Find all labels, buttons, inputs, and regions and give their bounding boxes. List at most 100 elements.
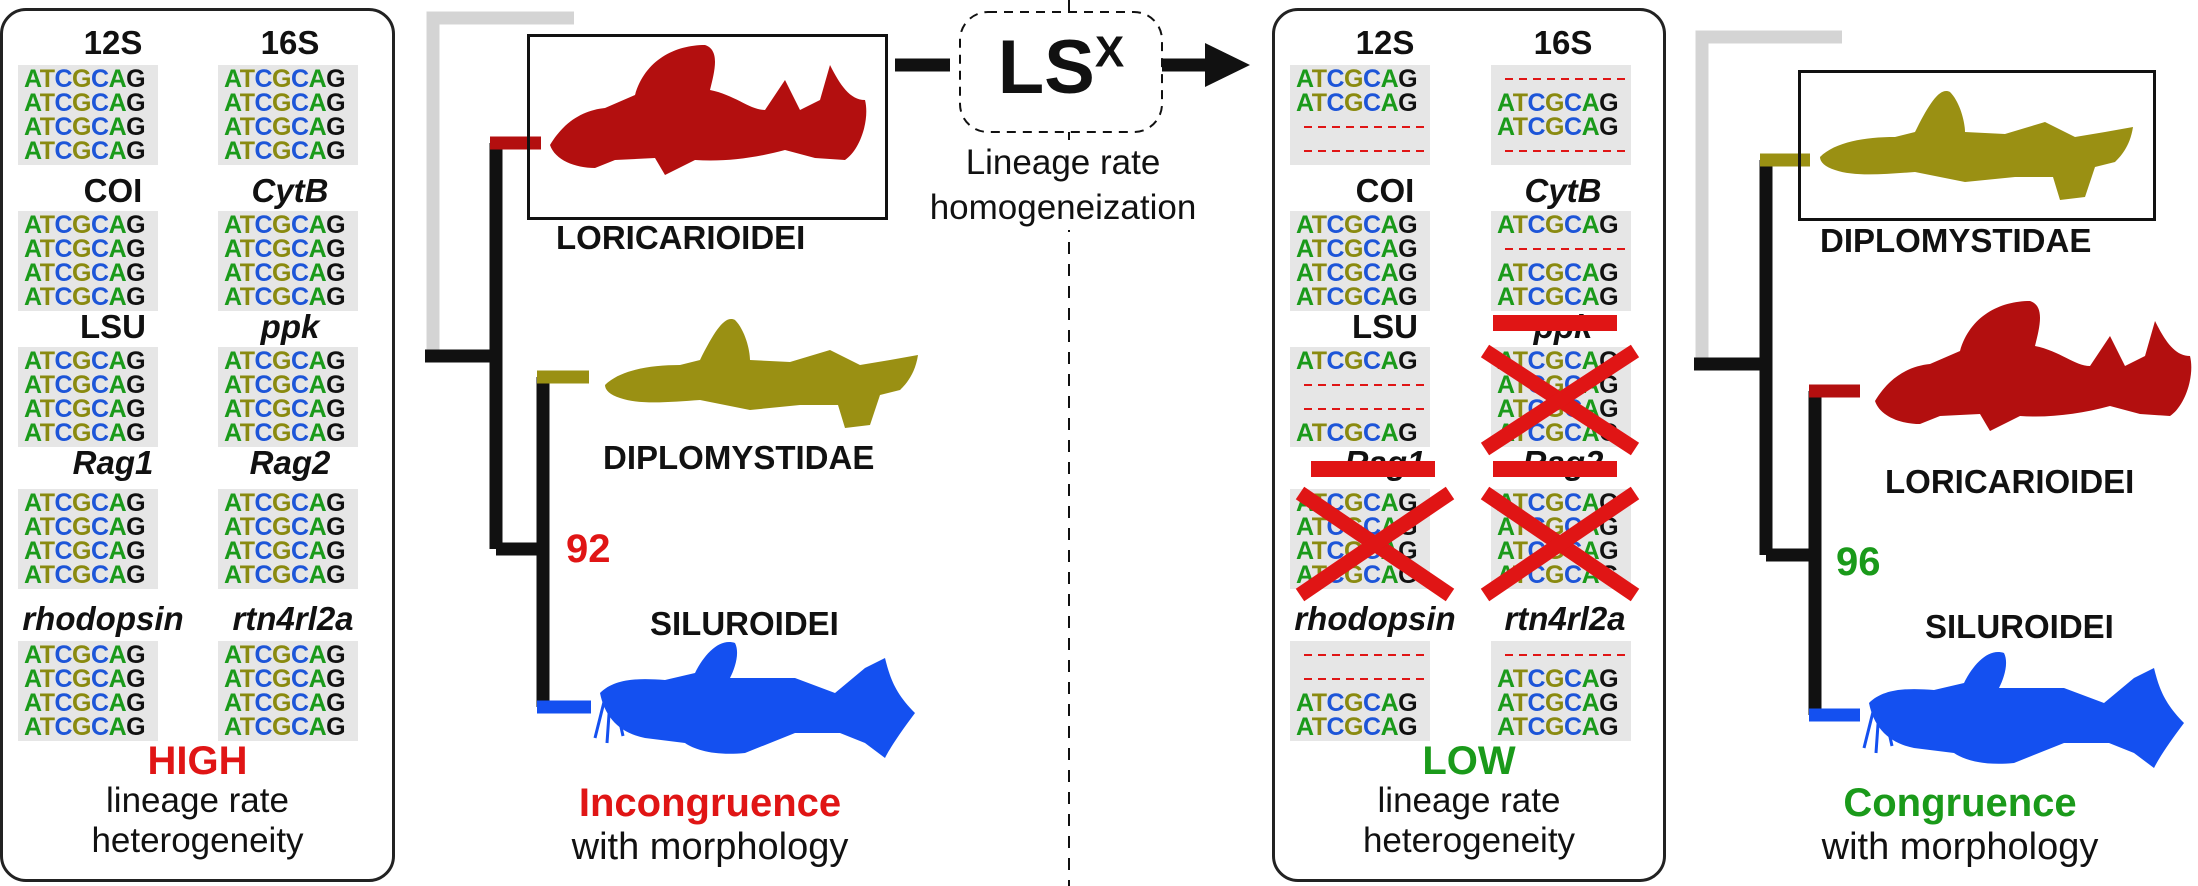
heterogeneity-line2: heterogeneity — [91, 821, 304, 860]
alignment-row: ATCGCAG — [24, 235, 146, 263]
alignment-row: ATCGCAG — [24, 419, 146, 447]
alignment-row: ATCGCAG — [24, 689, 146, 717]
gene-label-cytb: CytB — [251, 172, 329, 209]
alignment-row: ATCGCAG — [24, 489, 146, 517]
gene-label-lsu: LSU — [80, 308, 146, 345]
low-heterogeneity-panel: 12S 16S COI CytB LSU ppk Rag1 Rag2 rhodo… — [1272, 8, 1666, 882]
alignment-row: ATCGCAG — [224, 347, 346, 375]
siluroidei-fish-icon — [1862, 652, 2184, 768]
alignment-row: ATCGCAG — [24, 665, 146, 693]
alignment-row: ATCGCAG — [224, 513, 346, 541]
alignment-row: ATCGCAG — [1497, 211, 1619, 239]
low-label: LOW — [1422, 739, 1516, 783]
taxon-loricarioidei-left: LORICARIOIDEI — [556, 219, 806, 256]
method-name-superscript: X — [1094, 27, 1125, 77]
alignment-row: ATCGCAG — [24, 65, 146, 93]
incongruence-label: Incongruence — [578, 781, 842, 825]
gene-label-rag1: Rag1 — [72, 444, 154, 481]
method-name-main: LS — [997, 25, 1095, 110]
alignment-row: ATCGCAG — [24, 347, 146, 375]
alignment-row: ATCGCAG — [24, 395, 146, 423]
gene-label-16s: 16S — [260, 24, 320, 61]
alignment-row: ATCGCAG — [224, 419, 346, 447]
alignment-row: ATCGCAG — [224, 259, 346, 287]
alignment-row: ATCGCAG — [224, 489, 346, 517]
alignment-row: ATCGCAG — [224, 283, 346, 311]
alignment-row: ATCGCAG — [224, 113, 346, 141]
gene-label-rtn4rl2a: rtn4rl2a — [232, 600, 354, 637]
taxon-diplomystidae-left: DIPLOMYSTIDAE — [603, 439, 875, 476]
gene-label-rag2: Rag2 — [249, 444, 331, 481]
heterogeneity-line1: lineage rate — [106, 781, 289, 820]
method-description-line1: Lineage rate — [965, 143, 1161, 182]
alignment-row: ATCGCAG — [24, 561, 146, 589]
highlight-box-diplomystidae — [1798, 70, 2156, 221]
gene-label-16s: 16S — [1533, 24, 1593, 61]
alignment-row: ATCGCAG — [224, 235, 346, 263]
incongruence-sub: with morphology — [571, 826, 849, 868]
heterogeneity-line2: heterogeneity — [1362, 821, 1576, 860]
alignment-row: ATCGCAG — [24, 89, 146, 117]
alignment-row: ATCGCAG — [1296, 283, 1418, 311]
alignment-row: ATCGCAG — [224, 713, 346, 741]
alignment-row: ATCGCAG — [1497, 713, 1619, 741]
gene-label-coi: COI — [1355, 172, 1415, 209]
taxon-siluroidei-right: SILUROIDEI — [1925, 608, 2114, 645]
bootstrap-support-right: 96 — [1836, 540, 1881, 584]
method-description: Lineage rate homogeneization — [898, 140, 1228, 230]
alignment-row: ATCGCAG — [1497, 89, 1619, 117]
gene-label-rtn4rl2a: rtn4rl2a — [1504, 600, 1626, 637]
alignment-row: ATCGCAG — [1497, 665, 1619, 693]
alignment-row: ATCGCAG — [1497, 113, 1619, 141]
diplomystidae-fish-icon — [1820, 91, 2133, 200]
alignment-row: ATCGCAG — [24, 283, 146, 311]
alignment-row: ATCGCAG — [1296, 419, 1418, 447]
alignment-row: ATCGCAG — [1296, 259, 1418, 287]
alignment-row: ATCGCAG — [224, 561, 346, 589]
alignment-row: ATCGCAG — [24, 137, 146, 165]
diplomystidae-fish-icon — [605, 319, 918, 428]
alignment-row: ATCGCAG — [224, 665, 346, 693]
congruence-caption: Congruence with morphology — [1770, 783, 2150, 871]
high-label: HIGH — [147, 739, 248, 783]
alignment-row: ATCGCAG — [224, 641, 346, 669]
congruence-label: Congruence — [1843, 781, 2077, 825]
alignment-row: ATCGCAG — [1296, 89, 1418, 117]
alignment-row: ATCGCAG — [1296, 211, 1418, 239]
taxon-siluroidei-left: SILUROIDEI — [650, 605, 839, 642]
alignment-row: ATCGCAG — [224, 211, 346, 239]
gene-label-rhodopsin: rhodopsin — [22, 600, 184, 637]
loricarioidei-fish-icon — [550, 45, 867, 175]
alignment-row: ATCGCAG — [224, 537, 346, 565]
alignment-row: ATCGCAG — [24, 371, 146, 399]
alignment-row: ATCGCAG — [24, 513, 146, 541]
siluroidei-fish-icon — [593, 642, 915, 758]
incongruence-caption: Incongruence with morphology — [520, 783, 900, 871]
alignment-row: ATCGCAG — [224, 689, 346, 717]
bootstrap-support-left: 92 — [566, 527, 611, 571]
alignment-row: ATCGCAG — [24, 641, 146, 669]
alignment-row: ATCGCAG — [224, 395, 346, 423]
taxon-loricarioidei-right: LORICARIOIDEI — [1885, 463, 2135, 500]
gene-label-rhodopsin: rhodopsin — [1294, 600, 1456, 637]
gene-label-cytb: CytB — [1524, 172, 1602, 209]
alignment-row: ATCGCAG — [1296, 713, 1418, 741]
alignment-row: ATCGCAG — [1497, 259, 1619, 287]
alignment-row: ATCGCAG — [24, 259, 146, 287]
congruence-sub: with morphology — [1821, 826, 2099, 868]
heterogeneity-line1: lineage rate — [1377, 781, 1561, 820]
